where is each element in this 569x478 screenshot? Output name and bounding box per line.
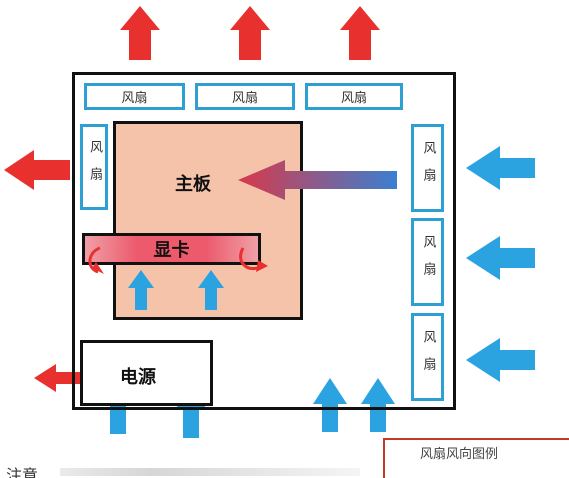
gpu-intake-arrow-1 [128,270,154,310]
gpu-label: 显卡 [153,240,190,261]
top-fan-3: 风扇 [305,83,403,110]
intake-arrow-bottom-3 [313,378,347,432]
exhaust-arrow-top-3 [340,6,380,60]
psu-label: 电源 [120,367,156,388]
legend-title: 风扇风向图例 [420,447,499,462]
exhaust-arrow-top-1 [120,6,160,60]
top-fan-1-label: 风扇 [121,91,148,106]
left-fan: 风扇 [80,124,108,210]
top-fan-2-label: 风扇 [231,91,258,106]
right-fan-3-label: 风扇 [420,330,436,384]
exhaust-arrow-left [4,150,70,190]
intake-arrow-bottom-4 [361,378,395,432]
gpu-swirl-left [88,246,101,274]
top-fan-1: 风扇 [84,83,185,110]
right-fan-1: 风扇 [411,124,444,212]
pc-case-outline [72,72,456,410]
top-fan-3-label: 风扇 [340,91,367,106]
intake-arrow-right-3 [466,338,535,382]
motherboard-label: 主板 [175,174,211,195]
legend-box [383,438,569,478]
intake-arrow-right-1 [466,146,535,190]
right-fan-2: 风扇 [411,218,444,306]
gpu-swirl-right-head [256,260,268,272]
gpu-intake-arrow-2 [198,270,224,310]
right-fan-3: 风扇 [411,313,444,401]
top-fan-2: 风扇 [195,83,295,110]
footnote-text: 注意 [6,466,39,478]
footnote-smudge [60,468,360,476]
left-fan-label: 风扇 [87,140,102,194]
gpu-box: 显卡 [82,233,261,265]
board-airflow-arrow [238,160,397,200]
psu-exhaust-arrow [34,364,104,392]
right-fan-2-label: 风扇 [420,235,436,289]
intake-arrow-right-2 [466,236,535,280]
gpu-swirl-left-head [92,262,104,274]
exhaust-arrow-top-2 [230,6,270,60]
right-fan-1-label: 风扇 [420,141,436,195]
psu-box [80,340,213,406]
